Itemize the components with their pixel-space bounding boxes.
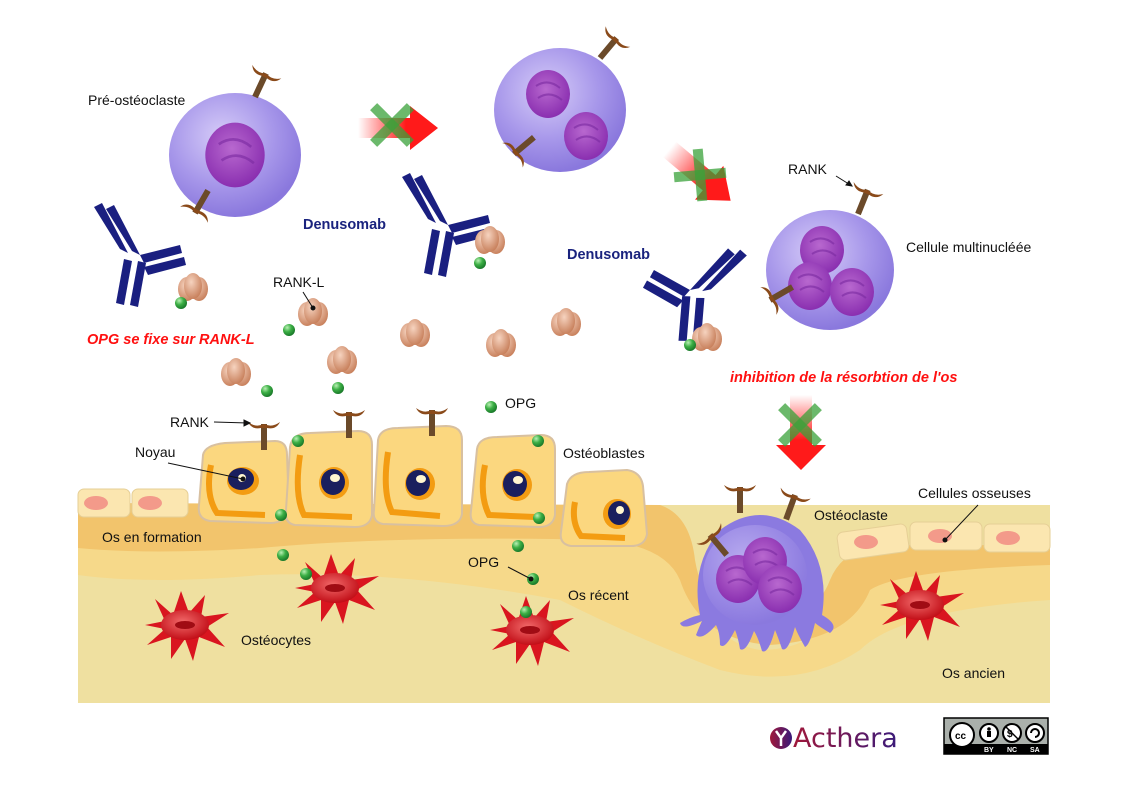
antibody-denosumab <box>94 203 186 307</box>
label-osteocytes: Ostéocytes <box>241 632 311 648</box>
label-rank-bottom: RANK <box>170 414 210 430</box>
label-opg-bottom: OPG <box>468 554 499 570</box>
label-opg-top: OPG <box>505 395 536 411</box>
label-osteoblasts: Ostéoblastes <box>563 445 645 461</box>
svg-text:cc: cc <box>955 731 967 742</box>
cc-license-badge[interactable]: cc $ BY NC SA <box>943 717 1049 755</box>
osteoclast <box>680 485 834 652</box>
bone-lining-cells-left <box>77 488 189 518</box>
forming-bone-layer <box>78 503 1050 645</box>
blocked-arrow-3 <box>776 395 826 470</box>
brand-name: Acthera <box>793 723 898 754</box>
pointer-lines <box>167 175 979 582</box>
label-nucleus: Noyau <box>135 444 175 460</box>
license-sa: SA <box>1030 747 1040 754</box>
label-old-bone: Os ancien <box>942 665 1005 681</box>
sa-icon <box>1025 723 1045 743</box>
label-rank-top: RANK <box>788 161 828 177</box>
license-by: BY <box>984 747 994 754</box>
blocked-arrow-1 <box>358 103 438 150</box>
binuclear-cell <box>494 26 631 172</box>
osteoblast <box>284 429 373 529</box>
osteoblasts <box>197 408 649 547</box>
label-bone-cells: Cellules osseuses <box>918 485 1031 501</box>
label-denosumab-2: Denusomab <box>567 247 650 263</box>
recent-bone-layer <box>78 505 1050 677</box>
label-osteoclast: Ostéoclaste <box>814 507 888 523</box>
label-denosumab-1: Denusomab <box>303 217 386 233</box>
osteoblast <box>372 424 463 528</box>
label-bone-forming: Os en formation <box>102 529 202 545</box>
multinuclear-cell <box>760 182 894 330</box>
bone-lining-cells-right <box>836 521 1051 561</box>
label-recent-bone: Os récent <box>568 587 629 603</box>
label-inhibition: inhibition de la résorbtion de l'os <box>730 370 957 386</box>
blocked-arrow-2 <box>662 141 731 206</box>
cc-icon <box>949 722 975 748</box>
osteoblast <box>197 439 291 525</box>
pre-osteoclast-cell <box>169 64 301 223</box>
label-multinuclear-cell: Cellule multinucléée <box>906 239 1032 255</box>
osteoblast <box>559 468 649 547</box>
svg-text:$: $ <box>1007 729 1013 740</box>
label-rank-l: RANK-L <box>273 274 325 290</box>
acthera-logo[interactable]: Acthera <box>770 723 898 754</box>
license-nc: NC <box>1007 747 1017 754</box>
label-opg-binds-rankl: OPG se fixe sur RANK-L <box>87 332 255 348</box>
osteoblast <box>469 433 556 529</box>
label-pre-osteoclast: Pré-ostéoclaste <box>88 92 185 108</box>
